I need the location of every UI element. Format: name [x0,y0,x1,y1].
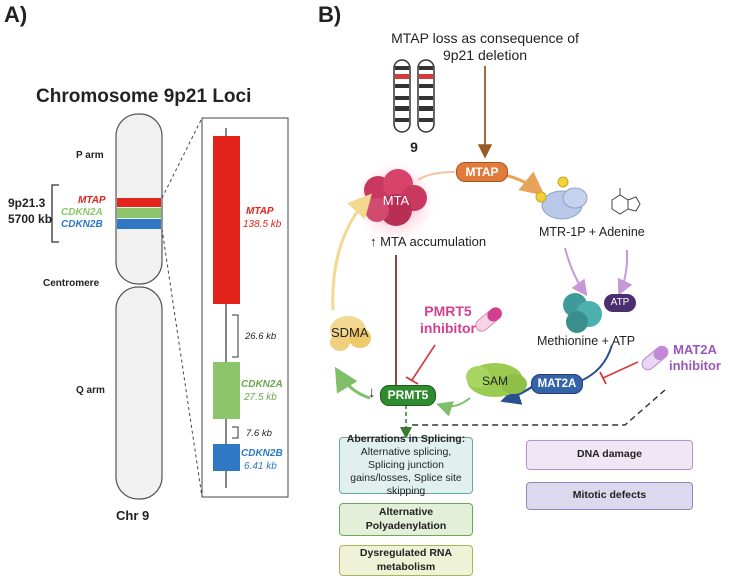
prmt5-enzyme-badge: PRMT5 [380,385,436,406]
mtr1p-protein-icon [535,176,588,220]
splicing-title: Aberrations in Splicing: [346,432,466,445]
header-line-2: 9p21 deletion [442,47,528,63]
gap-size-1: 26.6 kb [245,331,277,342]
header-line-1: MTAP loss as consequence of [391,30,579,46]
arrow-prmt5-sdma [334,366,371,400]
gene-bar-cdkn2a [213,362,240,419]
chromosome-band-cdkn2a [117,208,161,218]
arrow-mtap-mta [417,171,456,181]
zoom-label-cdkn2a: CDKN2A [241,379,283,390]
methionine-protein-icon [563,293,602,333]
q-arm-label: Q arm [76,385,105,396]
arrow-adenine-methionine [617,249,633,296]
mitotic-defects-box: Mitotic defects [526,482,693,510]
atp-badge: ATP [604,294,636,312]
region-name: 9p21.3 [8,196,46,210]
chr-label-cdkn2a: CDKN2A [61,207,103,218]
prmt5-enzyme-label: PRMT5 [387,388,429,402]
mtr1p-adenine-label: MTR-1P + Adenine [539,225,645,239]
p-arm-label: P arm [76,150,104,161]
prmt5-down-arrow: ↓ [368,384,376,401]
chr-9-label: Chr 9 [116,508,150,523]
zoom-size-cdkn2a: 27.5 kb [244,392,277,403]
gap-bracket-1 [232,314,239,358]
mat2a-inhibitor-label-1: MAT2A [673,342,717,357]
panel-b-label: B) [318,2,342,27]
chr-number-label: 9 [410,139,418,155]
methionine-atp-label: Methionine + ATP [537,334,636,348]
chromosome-q-arm [115,286,163,500]
dna-damage-label: DNA damage [577,448,642,461]
mtap-enzyme-badge: MTAP [456,162,508,182]
sdma-molecule-icon [330,316,371,351]
atp-label: ATP [610,297,630,308]
chromosome-band-mtap [117,198,161,207]
mat2a-outcome-line [408,389,666,426]
rna-metabolism-label: Dysregulated RNA metabolism [359,547,453,573]
mta-molecule-icon [364,169,427,226]
gap-bracket-2 [232,426,239,439]
region-bracket [51,184,59,243]
sdma-label: SDMA [331,325,369,340]
adenine-structure-icon [611,188,641,215]
mat2a-inhibitor-label-2: inhibitor [669,358,721,373]
mat2a-enzyme-badge: MAT2A [531,374,583,394]
region-size: 5700 kb [8,212,53,226]
splicing-body: Alternative splicing, Splicing junction … [350,445,462,498]
arrow-sam-prmt5 [436,397,471,417]
chr-label-mtap: MTAP [78,195,106,206]
arrow-mtr-methionine [564,247,588,297]
sam-label: SAM [481,374,508,388]
dna-damage-box: DNA damage [526,440,693,470]
arrow-sdma-mta [331,193,373,311]
mat2a-enzyme-label: MAT2A [537,378,577,390]
pmrt5-inhibitor-pill-icon [475,307,503,332]
zoom-line-top [161,117,203,199]
chr-label-cdkn2b: CDKN2B [61,219,103,230]
chromosome-title: Chromosome 9p21 Loci [36,86,252,107]
gene-bar-mtap [213,136,240,304]
mta-accumulation-label: ↑ MTA accumulation [370,234,487,249]
mitotic-defects-label: Mitotic defects [572,489,647,502]
gap-size-2: 7.6 kb [246,428,272,439]
zoom-label-mtap: MTAP [246,206,274,217]
mat2a-inhibitor-pill-icon [641,345,669,371]
gene-bar-cdkn2b [213,444,240,471]
centromere-label: Centromere [43,278,100,289]
polyadenylation-label: Alternative Polyadenylation [365,506,447,532]
splicing-aberrations-box: Aberrations in Splicing: Alternative spl… [339,433,473,497]
sam-molecule-icon [466,363,527,397]
zoom-size-cdkn2b: 6.41 kb [244,461,277,472]
chromosome-pair-icon [393,59,435,133]
polyadenylation-box: Alternative Polyadenylation [339,503,473,536]
mta-label: MTA [382,193,410,208]
rna-metabolism-box: Dysregulated RNA metabolism [339,545,473,576]
chromosome-band-cdkn2b [117,219,161,229]
mtap-enzyme-label: MTAP [465,165,499,179]
zoom-size-mtap: 138.5 kb [243,219,282,230]
panel-a-label: A) [4,2,28,27]
arrow-mtap-mtr [504,171,545,196]
pmrt5-inhibitor-label-2: inhibitor [420,320,476,336]
pmrt5-inhibitor-label-1: PMRT5 [424,303,472,319]
mat2a-inhibition-line [602,361,639,379]
zoom-label-cdkn2b: CDKN2B [241,448,283,459]
pmrt5-inhibition-line [411,344,436,381]
